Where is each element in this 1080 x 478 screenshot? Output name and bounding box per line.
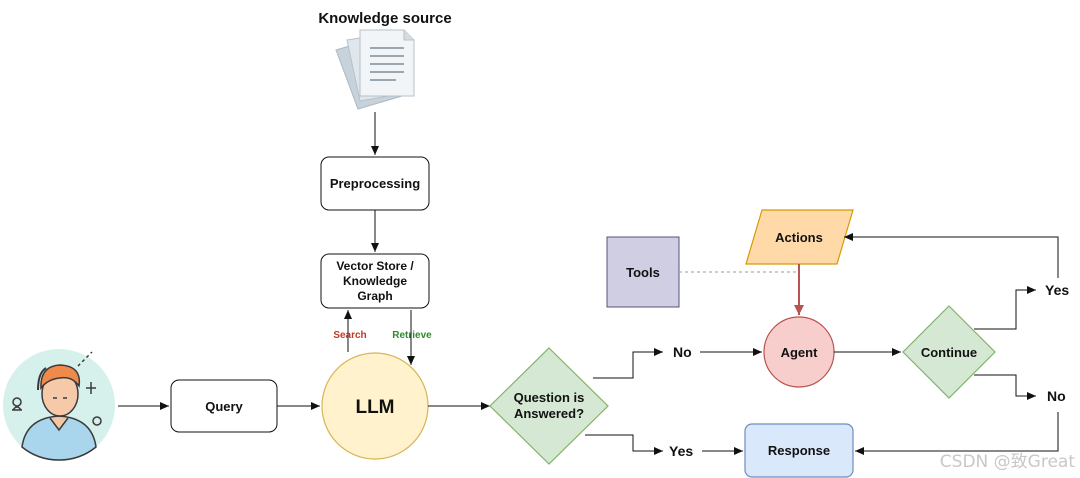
retrieve-label: Retrieve (392, 330, 432, 341)
actions-label: Actions (775, 230, 823, 245)
vector-store-label-line3: Graph (357, 289, 392, 303)
document-stack-icon (335, 29, 415, 110)
edge-no-to-response (855, 412, 1059, 455)
actions-node: Actions (745, 209, 854, 265)
edge-continue-yes (974, 286, 1036, 330)
preprocessing-node: Preprocessing (320, 156, 430, 211)
tools-label: Tools (626, 265, 660, 280)
yes-label-right: Yes (1045, 282, 1069, 298)
query-label: Query (205, 399, 243, 414)
agent-node: Agent (763, 316, 835, 388)
question-label-line1: Question is (514, 390, 585, 405)
edge-continue-no (974, 374, 1036, 400)
yes-label-bottom: Yes (669, 443, 693, 459)
user-avatar-icon (3, 349, 115, 461)
llm-label: LLM (355, 397, 394, 418)
search-label: Search (333, 330, 366, 341)
tools-node: Tools (606, 236, 680, 308)
continue-label: Continue (921, 345, 977, 360)
edge-yes-to-actions (844, 233, 1059, 278)
preprocessing-label: Preprocessing (330, 176, 420, 191)
continue-decision: Continue (902, 305, 996, 399)
vector-store-label-line2: Knowledge (343, 274, 407, 288)
no-label-right: No (1047, 388, 1066, 404)
vector-store-node: Vector Store / Knowledge Graph (320, 253, 430, 309)
response-node: Response (744, 423, 854, 478)
query-node: Query (170, 379, 278, 433)
no-label-top: No (673, 344, 692, 360)
response-label: Response (768, 443, 830, 458)
edge-question-no (593, 348, 663, 379)
knowledge-source-title: Knowledge source (318, 10, 451, 27)
agent-label: Agent (781, 345, 819, 360)
llm-node: LLM (321, 352, 429, 460)
edge-question-yes (585, 434, 663, 455)
question-answered-decision: Question is Answered? (489, 347, 609, 465)
vector-store-label-line1: Vector Store / (336, 259, 414, 273)
question-label-line2: Answered? (514, 406, 584, 421)
watermark: CSDN @致Great (940, 452, 1076, 472)
